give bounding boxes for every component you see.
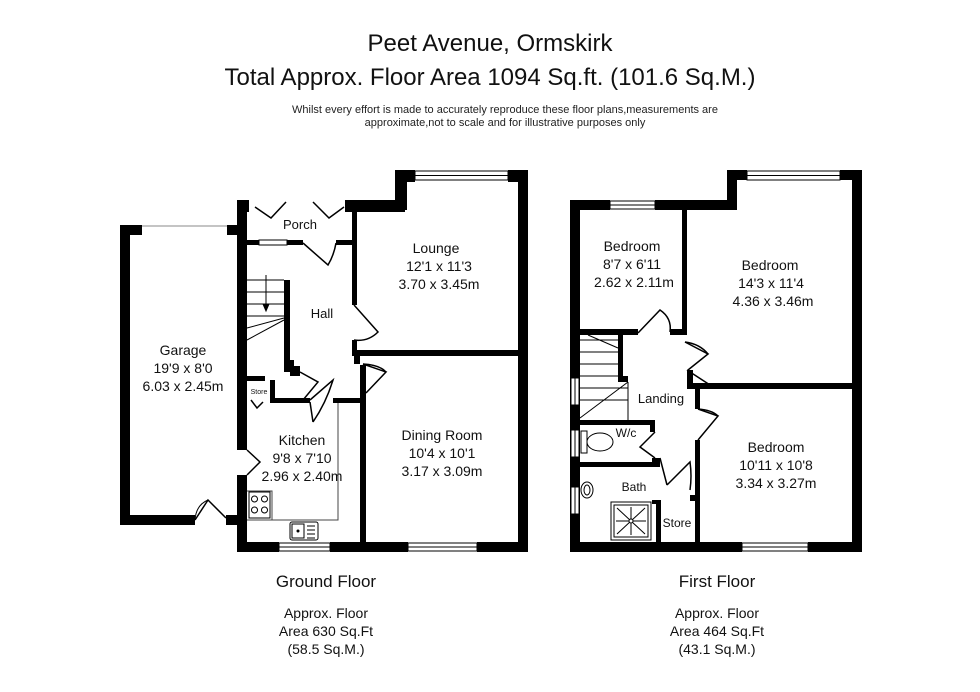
first-floor-labels: Bedroom 8'7 x 6'11 2.62 x 2.11m Bedroom … — [594, 238, 816, 530]
room-dims-kitchen-metric: 2.96 x 2.40m — [262, 468, 343, 484]
first-floor-area-line-3: (43.1 Sq.M.) — [678, 641, 756, 657]
room-label-lounge: Lounge — [413, 240, 460, 256]
room-dims-bedroom-rear-metric: 3.34 x 3.27m — [736, 475, 817, 491]
room-dims-dining-imperial: 10'4 x 10'1 — [409, 445, 476, 461]
room-dims-dining-metric: 3.17 x 3.09m — [402, 463, 483, 479]
room-label-bath: Bath — [622, 480, 647, 494]
room-label-porch: Porch — [283, 217, 317, 232]
first-floor-plan: Bedroom 8'7 x 6'11 2.62 x 2.11m Bedroom … — [570, 170, 862, 552]
room-label-hall: Hall — [311, 306, 334, 321]
toilet-icon — [580, 430, 614, 454]
shower-tray-icon — [610, 501, 652, 541]
room-dims-bedroom-rear-imperial: 10'11 x 10'8 — [739, 457, 813, 473]
room-label-dining-room: Dining Room — [402, 427, 483, 443]
room-label-kitchen: Kitchen — [279, 432, 326, 448]
first-floor-area: Approx. Floor Area 464 Sq.Ft (43.1 Sq.M.… — [607, 604, 827, 658]
room-dims-bedroom-main-imperial: 14'3 x 11'4 — [738, 275, 804, 291]
first-floor-walls — [570, 170, 862, 552]
sink-icon — [289, 521, 319, 541]
ground-floor-area-line-1: Approx. Floor — [283, 605, 369, 621]
room-label-garage: Garage — [160, 342, 207, 358]
room-dims-lounge-imperial: 12'1 x 11'3 — [406, 258, 472, 274]
first-floor-windows — [570, 170, 841, 552]
disclaimer-line-1: Whilst every effort is made to accuratel… — [292, 104, 718, 116]
ground-floor-area: Approx. Floor Area 630 Sq.Ft (58.5 Sq.M.… — [216, 604, 436, 658]
basin-icon — [580, 481, 594, 499]
room-label-wc: W/c — [616, 426, 637, 440]
disclaimer: Whilst every effort is made to accuratel… — [0, 104, 980, 130]
plan-title: Peet Avenue, Ormskirk — [367, 30, 613, 57]
house-walls — [237, 170, 528, 552]
room-dims-garage-metric: 6.03 x 2.45m — [143, 378, 224, 394]
first-floor-area-line-2: Area 464 Sq.Ft — [669, 623, 765, 639]
ground-floor-plan: Porch Hall Store Garage 19'9 x 8'0 6.03 … — [120, 170, 528, 552]
room-dims-bedroom-small-metric: 2.62 x 2.11m — [594, 274, 674, 290]
first-floor-area-line-1: Approx. Floor — [674, 605, 760, 621]
porch-doors — [246, 201, 388, 476]
room-label-store-first: Store — [663, 516, 692, 530]
room-label-landing: Landing — [638, 391, 684, 406]
room-dims-lounge-metric: 3.70 x 3.45m — [399, 276, 480, 292]
ground-floor-windows — [258, 170, 509, 552]
hob-icon — [248, 491, 271, 519]
room-dims-bedroom-small-imperial: 8'7 x 6'11 — [603, 256, 661, 272]
room-dims-bedroom-main-metric: 4.36 x 3.46m — [733, 293, 814, 309]
ground-floor-area-line-3: (58.5 Sq.M.) — [287, 641, 365, 657]
ground-stairs — [246, 275, 285, 341]
room-dims-garage-imperial: 19'9 x 8'0 — [153, 360, 212, 376]
room-label-bedroom-main: Bedroom — [742, 257, 799, 273]
first-floor-doors — [637, 309, 720, 491]
room-label-bedroom-small: Bedroom — [604, 238, 661, 254]
total-floor-area: Total Approx. Floor Area 1094 Sq.ft. (10… — [224, 64, 756, 91]
kitchen-worktop — [247, 403, 339, 521]
ground-floor-labels: Porch Hall Store Garage 19'9 x 8'0 6.03 … — [143, 217, 483, 484]
room-label-store: Store — [251, 389, 268, 396]
first-floor-stairs — [579, 334, 629, 420]
first-floor-title: First Floor — [678, 572, 756, 591]
room-dims-kitchen-imperial: 9'8 x 7'10 — [272, 450, 331, 466]
ground-floor-area-line-2: Area 630 Sq.Ft — [278, 623, 374, 639]
ground-floor-title: Ground Floor — [275, 572, 377, 591]
disclaimer-line-2: approximate,not to scale and for illustr… — [364, 117, 646, 129]
room-label-bedroom-rear: Bedroom — [748, 439, 805, 455]
